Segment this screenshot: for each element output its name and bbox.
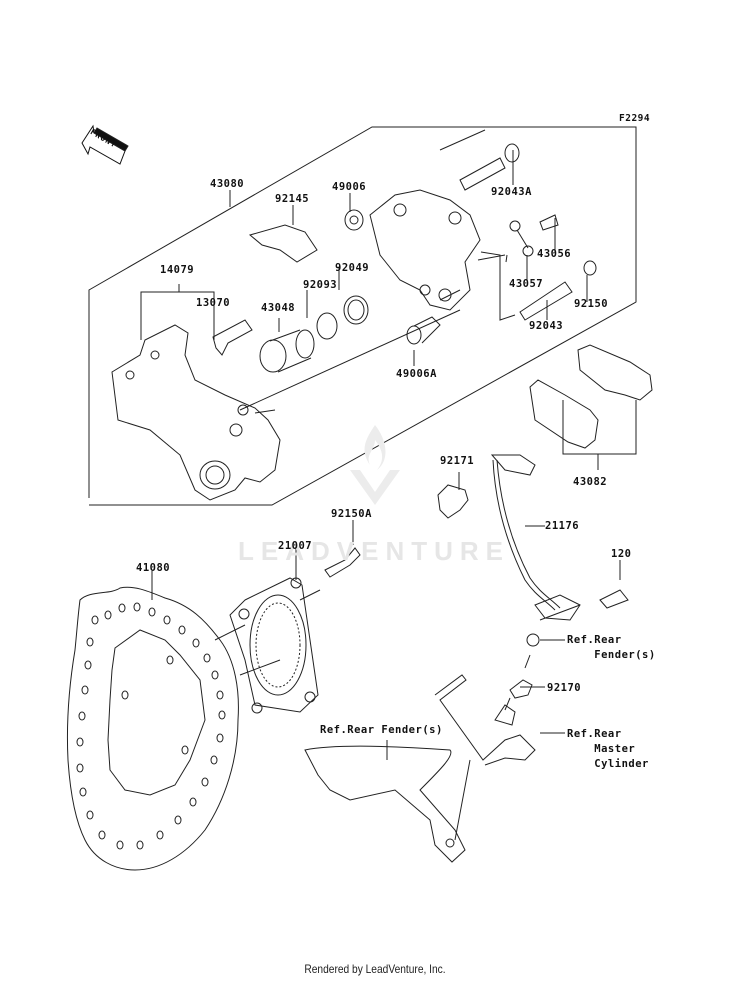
piston-shape — [259, 329, 315, 373]
ref-rear-fender-label-2[interactable]: Ref.Rear Fender(s) — [320, 724, 443, 736]
part-label-21176[interactable]: 21176 — [545, 520, 580, 532]
part-label-13070[interactable]: 13070 — [196, 297, 231, 309]
part-label-120[interactable]: 120 — [611, 548, 632, 560]
part-label-92049[interactable]: 92049 — [335, 262, 370, 274]
part-label-92043[interactable]: 92043 — [529, 320, 564, 332]
spring-shape — [248, 224, 318, 263]
abs-rotor-shape — [229, 577, 319, 714]
bleeder-valve-shape — [539, 214, 559, 231]
part-label-43048[interactable]: 43048 — [261, 302, 296, 314]
footer-credit: Rendered by LeadVenture, Inc. — [304, 962, 446, 976]
ref-rear-fender-label[interactable]: Ref.Rear Fender(s) — [567, 634, 656, 661]
clamp-92170-shape — [509, 679, 533, 699]
oil-seal-shape — [343, 295, 369, 325]
part-label-92150a[interactable]: 92150A — [331, 508, 372, 520]
cap-92150-shape — [583, 260, 597, 276]
clamp-92171-shape — [437, 484, 469, 519]
brake-pads-shape — [529, 344, 653, 449]
bolt-120-shape — [599, 589, 629, 609]
part-label-92150[interactable]: 92150 — [574, 298, 609, 310]
bolt-92150a-shape — [324, 547, 361, 578]
assembly-frame — [88, 126, 637, 506]
part-label-41080[interactable]: 41080 — [136, 562, 171, 574]
seal-shape — [316, 312, 338, 340]
watermark: LEADVENTURE — [238, 536, 511, 566]
pad-spring-shape — [212, 319, 253, 356]
part-label-43056[interactable]: 43056 — [537, 248, 572, 260]
cap-43057-shape — [509, 220, 521, 232]
disc-holes — [76, 602, 226, 850]
brake-disc-shape — [66, 586, 239, 871]
part-label-49006[interactable]: 49006 — [332, 181, 367, 193]
part-label-43080[interactable]: 43080 — [210, 178, 245, 190]
part-label-92171[interactable]: 92171 — [440, 455, 475, 467]
part-label-43082[interactable]: 43082 — [573, 476, 608, 488]
part-label-21007[interactable]: 21007 — [278, 540, 313, 552]
part-label-92093[interactable]: 92093 — [303, 279, 338, 291]
rear-fender-bracket-shape — [304, 745, 466, 863]
pin-shape — [519, 281, 573, 321]
part-label-43057[interactable]: 43057 — [509, 278, 544, 290]
part-label-14079[interactable]: 14079 — [160, 264, 195, 276]
part-label-92043a[interactable]: 92043A — [491, 186, 532, 198]
part-label-49006a[interactable]: 49006A — [396, 368, 437, 380]
ref-rear-master-cylinder-label[interactable]: Ref.Rear Master Cylinder — [567, 728, 649, 770]
abs-sensor-shape — [490, 454, 581, 621]
master-cylinder-bracket-shape — [434, 674, 536, 766]
pin-a-shape — [459, 143, 520, 191]
watermark-flame-icon — [350, 425, 400, 505]
part-label-92145[interactable]: 92145 — [275, 193, 310, 205]
caliper-body-shape — [369, 189, 481, 311]
front-arrow-icon — [81, 124, 129, 165]
boot-a-shape — [406, 316, 441, 345]
boot-shape — [344, 209, 364, 231]
figure-code: F2294 — [619, 113, 651, 124]
part-label-92170[interactable]: 92170 — [547, 682, 582, 694]
bracket-shape — [111, 324, 281, 501]
